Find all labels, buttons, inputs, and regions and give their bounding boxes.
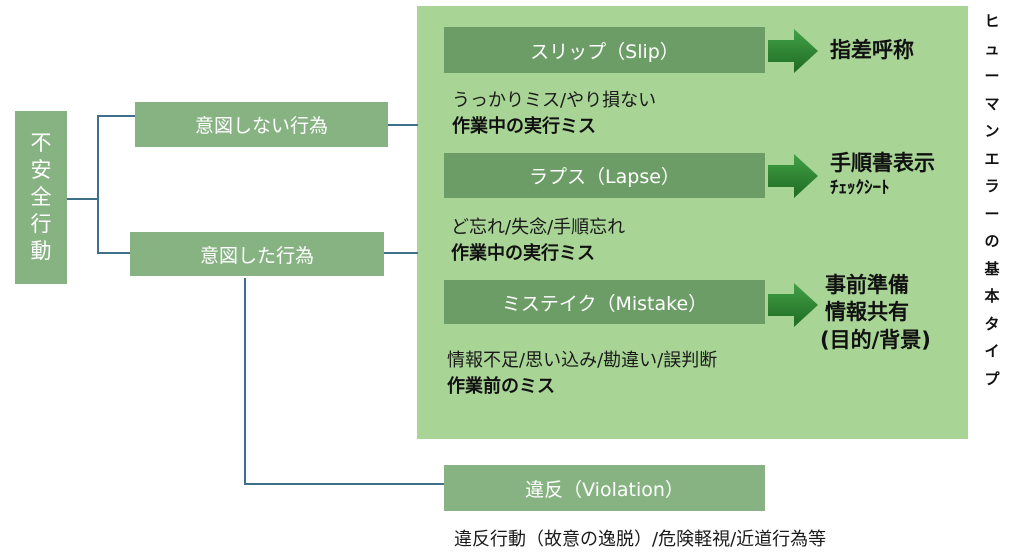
root-char: 不: [30, 131, 52, 155]
side-title-char: 本: [984, 287, 1000, 305]
unintended-action-label: 意図しない行為: [194, 115, 328, 137]
mistake-box: ミステイク（Mistake）: [444, 280, 765, 324]
mistake-emphasis: 作業前のミス: [447, 376, 555, 397]
root-char: 全: [30, 185, 52, 209]
slip-box: スリップ（Slip）: [444, 27, 765, 73]
side-title-char: ン: [984, 122, 1000, 140]
side-title-char: ラ: [984, 177, 1000, 195]
unsafe-behavior-box: 不 安 全 行 動: [15, 111, 67, 284]
mistake-countermeasure-2: 情報共有: [825, 300, 909, 324]
root-char: 動: [30, 239, 52, 263]
connector-intended-down: [244, 278, 246, 484]
connector-to-unintended: [97, 115, 135, 117]
mistake-label: ミステイク（Mistake）: [501, 292, 708, 315]
side-title-char: イ: [984, 342, 1000, 360]
side-title-char: エ: [984, 149, 1000, 168]
connector-to-violation: [244, 483, 444, 485]
lapse-emphasis: 作業中の実行ミス: [451, 243, 595, 264]
side-title-char: タ: [984, 314, 1000, 333]
side-title-char: ュ: [984, 39, 1000, 58]
unintended-action-box: 意図しない行為: [135, 102, 388, 147]
human-error-panel: [417, 6, 968, 439]
lapse-arrow-icon: [768, 154, 818, 198]
slip-arrow-icon: [768, 29, 818, 73]
lapse-box: ラプス（Lapse）: [444, 153, 765, 198]
connector-intended-panel: [384, 252, 418, 254]
side-title-char: ー: [984, 67, 1000, 85]
connector-root-stub: [67, 198, 98, 200]
lapse-label: ラプス（Lapse）: [529, 166, 680, 188]
side-title-char: の: [984, 232, 1000, 250]
violation-box: 違反（Violation）: [444, 465, 765, 511]
lapse-countermeasure: 手順書表示: [830, 151, 935, 175]
side-title: ヒ ュ ー マ ン エ ラ ー の 基 本 タ イ プ: [982, 8, 1002, 393]
root-char: 安: [30, 158, 52, 182]
violation-description: 違反行動（故意の逸脱）/危険軽視/近道行為等: [454, 529, 827, 550]
side-title-char: ー: [984, 204, 1000, 223]
mistake-description: 情報不足/思い込み/勘違い/誤判断: [447, 350, 718, 371]
side-title-char: ヒ: [984, 12, 1000, 30]
slip-description: うっかりミス/やり損ない: [452, 90, 657, 111]
mistake-arrow-icon: [768, 283, 818, 327]
side-title-char: 基: [984, 259, 1000, 278]
side-title-char: プ: [984, 369, 1000, 388]
connector-root-vertical: [97, 115, 99, 253]
slip-emphasis: 作業中の実行ミス: [452, 116, 596, 137]
connector-to-intended: [97, 252, 130, 254]
lapse-countermeasure-sub: ﾁｪｯｸｼｰﾄ: [830, 178, 890, 198]
lapse-description: ど忘れ/失念/手順忘れ: [451, 217, 626, 238]
intended-action-label: 意図した行為: [199, 244, 314, 267]
side-title-char: マ: [984, 94, 1000, 113]
mistake-countermeasure-1: 事前準備: [825, 273, 909, 297]
mistake-countermeasure-3: (目的/背景): [820, 328, 931, 352]
violation-label: 違反（Violation）: [525, 478, 684, 501]
intended-action-box: 意図した行為: [130, 232, 384, 276]
slip-countermeasure: 指差呼称: [830, 38, 914, 62]
slip-label: スリップ（Slip）: [530, 40, 679, 63]
root-char: 行: [30, 212, 52, 236]
connector-unintended-panel: [388, 124, 418, 126]
